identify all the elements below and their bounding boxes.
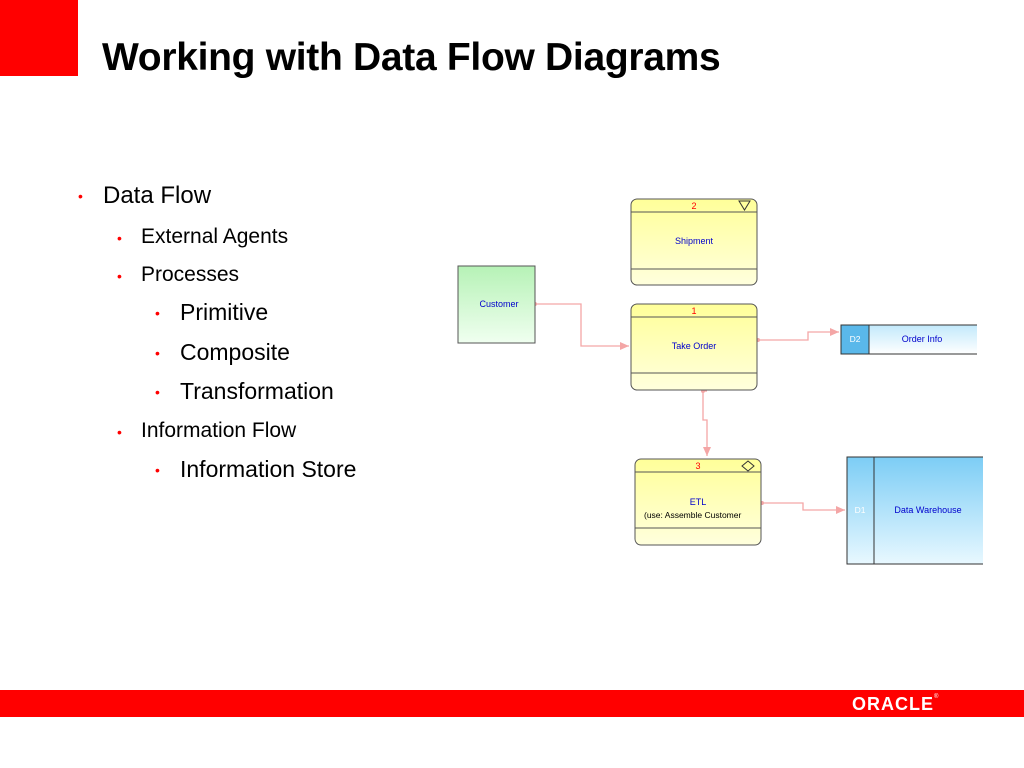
bullet-item: • Composite <box>155 339 290 366</box>
process-sublabel: (use: Assemble Customer <box>644 510 741 520</box>
flow-take-order-to-etl <box>701 389 711 456</box>
bullet-item: • Primitive <box>155 299 269 326</box>
process-label: Take Order <box>672 341 717 351</box>
bullet-dot: • <box>155 384 160 400</box>
bullet-text: Composite <box>180 339 290 365</box>
data-store-order-info: D2 Order Info <box>840 324 977 355</box>
bullet-item: • Information Store <box>155 456 357 483</box>
data-store-id: D1 <box>855 505 866 515</box>
process-etl: 3 ETL (use: Assemble Customer <box>634 458 762 546</box>
oracle-logo: ORACLE® <box>852 694 938 715</box>
bullet-text: Primitive <box>180 299 269 325</box>
process-shipment: 2 Shipment <box>630 198 758 286</box>
bullet-text: External Agents <box>141 225 289 248</box>
process-take-order: 1 Take Order <box>630 303 758 391</box>
bullet-dot: • <box>155 462 160 478</box>
process-number: 3 <box>695 461 700 471</box>
data-store-id: D2 <box>850 334 861 344</box>
bullet-text: Information Store <box>180 456 357 482</box>
process-number: 2 <box>691 201 696 211</box>
process-label: Shipment <box>675 236 714 246</box>
process-number: 1 <box>691 306 696 316</box>
bullet-dot: • <box>117 424 122 440</box>
bullet-text: Processes <box>141 263 240 286</box>
data-store-label: Order Info <box>902 334 943 344</box>
footer-bar <box>0 690 1024 717</box>
external-agent-customer: Customer <box>457 265 536 344</box>
process-label: ETL <box>690 497 707 507</box>
bullet-item: • Transformation <box>155 378 334 405</box>
bullet-item: • Data Flow <box>78 182 212 210</box>
logo-registered-mark: ® <box>934 694 939 700</box>
bullet-dot: • <box>155 345 160 361</box>
bullet-dot: • <box>155 305 160 321</box>
data-store-label: Data Warehouse <box>894 505 961 515</box>
logo-text: ORACLE <box>852 694 934 714</box>
bullet-text: Data Flow <box>103 182 212 209</box>
bullet-text: Information Flow <box>141 419 297 442</box>
flow-take-order-to-order-info <box>756 328 839 342</box>
data-store-data-warehouse: D1 Data Warehouse <box>846 456 983 565</box>
flow-etl-to-data-warehouse <box>760 501 845 514</box>
bullet-dot: • <box>117 268 122 284</box>
bullet-dot: • <box>117 230 122 246</box>
diamond-icon <box>741 460 755 472</box>
bullet-item: • Processes <box>117 263 240 287</box>
triangle-down-icon <box>738 200 751 211</box>
bullet-dot: • <box>78 188 83 204</box>
corner-accent-block <box>0 0 78 76</box>
bullet-item: • External Agents <box>117 225 289 249</box>
bullet-text: Transformation <box>180 378 334 404</box>
external-agent-label: Customer <box>479 299 518 309</box>
bullet-item: • Information Flow <box>117 419 297 443</box>
slide-title: Working with Data Flow Diagrams <box>102 36 721 79</box>
flow-customer-to-take-order <box>533 302 629 350</box>
